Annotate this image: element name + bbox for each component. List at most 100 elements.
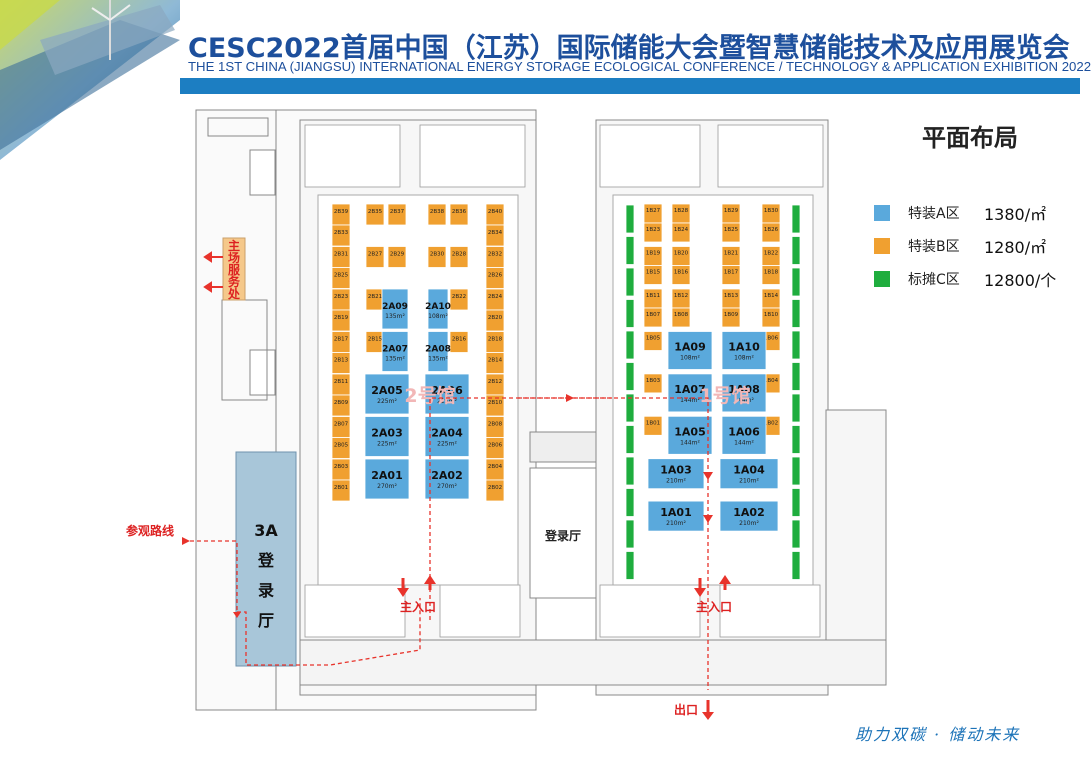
booth-id: 2B39 bbox=[334, 209, 349, 215]
booth-area: 225m² bbox=[437, 398, 457, 405]
hall-3a-label: 3A bbox=[254, 521, 278, 540]
booth-id: 1A10 bbox=[728, 341, 760, 354]
hall-2-floor bbox=[317, 194, 519, 586]
booth-area: 144m² bbox=[734, 397, 754, 404]
booth-area: 210m² bbox=[739, 478, 759, 485]
booth-id: 1A05 bbox=[674, 425, 705, 438]
booth-id: 1B17 bbox=[724, 270, 739, 276]
booth-area: 270m² bbox=[437, 483, 457, 490]
booth-c bbox=[625, 330, 635, 360]
booth-id: 2A06 bbox=[431, 384, 463, 397]
service-desk-label: 处 bbox=[227, 286, 241, 301]
service-desk-arrows bbox=[203, 251, 223, 293]
booth-id: 2B14 bbox=[488, 358, 503, 364]
hall-2-name: 2号馆 bbox=[404, 384, 455, 407]
hall-3a-label: 录 bbox=[258, 581, 274, 600]
booth-a bbox=[667, 373, 713, 413]
booth-id: 1B18 bbox=[764, 270, 779, 276]
booth-id: 2B01 bbox=[334, 485, 348, 491]
booth-a bbox=[424, 458, 470, 500]
booth-a bbox=[721, 415, 767, 455]
booth-c bbox=[791, 519, 801, 549]
booth-a bbox=[427, 331, 449, 372]
booth-c bbox=[791, 330, 801, 360]
booth-b bbox=[331, 224, 351, 247]
legend-price-c: 12800/个 bbox=[984, 271, 1057, 290]
booth-id: 2B29 bbox=[390, 252, 405, 258]
booth-c bbox=[791, 299, 801, 328]
booth-id: 2A09 bbox=[382, 302, 408, 312]
booth-a bbox=[719, 458, 779, 490]
booth-b bbox=[387, 203, 407, 226]
booth-a bbox=[719, 500, 779, 532]
booth-c bbox=[625, 362, 635, 391]
booth-id: 1B20 bbox=[674, 251, 689, 257]
booth-id: 2B11 bbox=[334, 379, 348, 385]
booth-b bbox=[331, 267, 351, 289]
booth-id: 2A04 bbox=[431, 427, 463, 440]
booth-area: 225m² bbox=[437, 441, 457, 448]
booth-id: 2A07 bbox=[382, 345, 408, 355]
booth-id: 1A02 bbox=[733, 506, 764, 519]
legend-price-a: 1380/㎡ bbox=[984, 205, 1047, 224]
booth-c bbox=[791, 425, 801, 454]
exit-label: 出口 bbox=[674, 702, 698, 717]
booth-id: 2A08 bbox=[425, 345, 451, 355]
booth-c bbox=[625, 519, 635, 549]
booth-id: 1A03 bbox=[660, 464, 691, 477]
booth-id: 1A07 bbox=[674, 383, 705, 396]
booth-id: 2B24 bbox=[488, 294, 503, 300]
service-desk-label: 主 bbox=[228, 238, 240, 253]
booth-id: 2B17 bbox=[334, 337, 349, 343]
slogan: 助力双碳 · 储动未来 bbox=[855, 725, 1021, 744]
booth-id: 1B07 bbox=[646, 312, 661, 318]
booth-id: 1B26 bbox=[764, 227, 779, 233]
legend-label-c: 标摊C区 bbox=[908, 272, 960, 288]
page-subtitle: THE 1ST CHINA (JIANGSU) INTERNATIONAL EN… bbox=[188, 59, 1091, 74]
booth-a bbox=[721, 331, 767, 370]
booth-id: 2B30 bbox=[430, 252, 445, 258]
booth-b bbox=[721, 222, 741, 243]
hall-3a-label: 厅 bbox=[258, 611, 274, 630]
booth-area: 144m² bbox=[680, 439, 700, 446]
booth-c bbox=[791, 267, 801, 297]
booth-a bbox=[667, 415, 713, 455]
booth-id: 2B16 bbox=[452, 337, 467, 343]
booth-c bbox=[625, 488, 635, 517]
legend-label-b: 特装B区 bbox=[908, 239, 960, 255]
booth-b bbox=[331, 309, 351, 332]
booth-b bbox=[485, 309, 505, 332]
booth-b bbox=[331, 352, 351, 374]
booth-id: 1B24 bbox=[674, 227, 689, 233]
booth-id: 2B10 bbox=[488, 400, 503, 406]
booth-id: 1B08 bbox=[674, 312, 689, 318]
main-entrance-label-1: 主入口 bbox=[696, 599, 732, 614]
booth-c bbox=[791, 362, 801, 391]
booth-b bbox=[331, 479, 351, 502]
booth-a bbox=[364, 373, 410, 415]
booth-b bbox=[721, 307, 741, 328]
booth-a bbox=[647, 458, 705, 490]
booth-id: 1B22 bbox=[764, 251, 778, 257]
booth-c bbox=[625, 299, 635, 328]
booth-c bbox=[791, 551, 801, 580]
booth-id: 1B09 bbox=[724, 312, 739, 318]
booth-id: 1B29 bbox=[724, 208, 739, 214]
booth-b bbox=[761, 307, 781, 328]
booth-area: 108m² bbox=[428, 313, 448, 320]
booth-id: 2B40 bbox=[488, 209, 503, 215]
booth-b bbox=[671, 222, 691, 243]
booth-a bbox=[721, 373, 767, 413]
booth-id: 2B25 bbox=[334, 273, 349, 279]
booth-id: 2B09 bbox=[334, 400, 349, 406]
booth-area: 108m² bbox=[680, 355, 700, 362]
hall-3a bbox=[235, 451, 297, 667]
service-desk-label: 务 bbox=[228, 274, 241, 289]
booth-b bbox=[761, 265, 781, 285]
booth-id: 2B02 bbox=[488, 485, 502, 491]
booth-area: 144m² bbox=[680, 397, 700, 404]
booth-id: 1B28 bbox=[674, 208, 689, 214]
booth-id: 2B03 bbox=[334, 464, 349, 470]
booth-id: 1B12 bbox=[674, 293, 688, 299]
